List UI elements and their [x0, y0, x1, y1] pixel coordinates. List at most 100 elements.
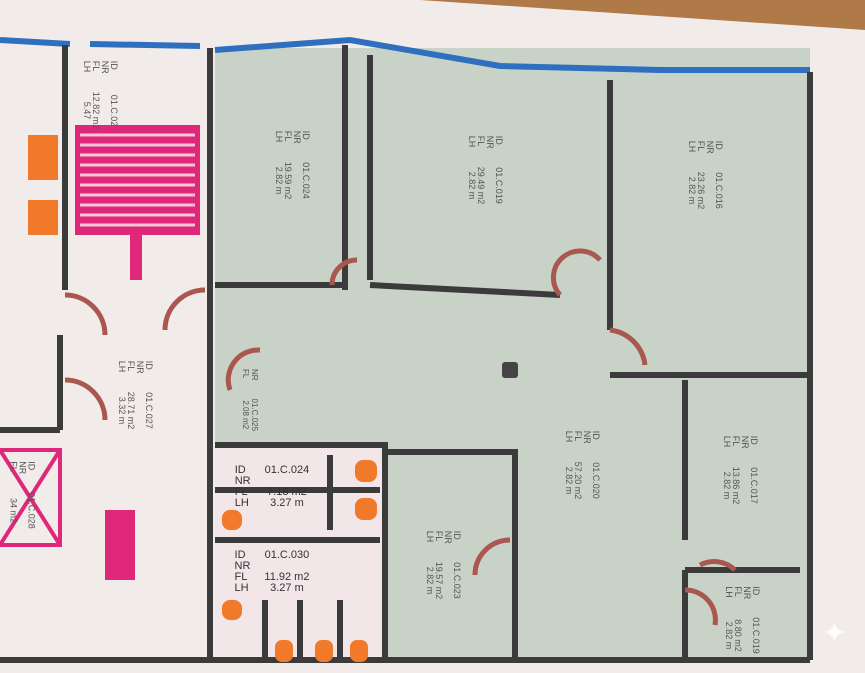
room-id: 01.C.017: [749, 467, 759, 504]
stairs: [75, 125, 200, 580]
label-key: LH: [564, 430, 574, 443]
room-area: 34 m2: [8, 497, 19, 523]
label-key: ID: [144, 360, 154, 370]
label-key: FL: [91, 60, 101, 72]
label-key: LH: [724, 586, 734, 598]
wood-table-background: [420, 0, 865, 30]
key: FL: [283, 130, 293, 142]
room-area: 8.80 m2: [733, 619, 743, 652]
room-id: 01.C.019: [494, 167, 504, 204]
stair-treads: [80, 133, 195, 227]
room-height: 2.82 m: [724, 621, 734, 650]
label-key: ID: [591, 430, 601, 440]
label-key: ID: [234, 464, 246, 476]
label-key: NR: [705, 140, 715, 154]
label-key: FL: [696, 140, 706, 152]
label-key: LH: [467, 135, 477, 148]
room-id: 01.C.024: [264, 464, 310, 476]
room-height: 3.27 m: [270, 497, 304, 509]
label-key: FL: [573, 430, 583, 442]
toilet-fixtures: [28, 135, 377, 662]
room-area: 7.18 m2: [267, 486, 307, 498]
label-key: FL: [731, 435, 741, 447]
room-height: 2.82 m: [564, 466, 574, 495]
label-key: LH: [722, 435, 732, 448]
doors: [64, 248, 737, 626]
key: ID: [301, 130, 311, 140]
room-area: 12.82 m2: [91, 91, 101, 130]
label-key: ID: [452, 530, 462, 540]
label-key: LH: [425, 530, 435, 543]
label-key: LH: [82, 60, 92, 73]
label-key: NR: [740, 435, 750, 449]
label-key: LH: [117, 360, 127, 373]
label-key: FL: [476, 135, 486, 147]
room-id: 01.C.023: [452, 562, 462, 599]
label-key: ID: [749, 435, 759, 445]
label-key: FL: [733, 586, 743, 597]
room-area: 23.26 m2: [696, 171, 706, 210]
label-key: LH: [234, 497, 249, 509]
room-area: 11.92 m2: [264, 571, 310, 583]
room-id: 01.C.028: [26, 492, 37, 529]
room-id: 01.C.02: [109, 94, 119, 127]
room-id: 01.C.027: [144, 392, 154, 429]
windows: [0, 36, 810, 73]
label-key: FL: [234, 571, 248, 583]
room-height: 3.32 m: [117, 396, 127, 425]
room-id: 01.C.030: [264, 549, 310, 561]
room-area: 19.57 m2: [434, 561, 444, 600]
room-height: 2.82 m: [467, 171, 477, 200]
label-key: ID: [234, 549, 246, 561]
room-height: 2.82 m: [722, 471, 732, 500]
label-key: NR: [582, 430, 592, 444]
room-id: 01.C.019: [751, 617, 761, 654]
label-key: LH: [687, 140, 697, 153]
key: NR: [292, 130, 302, 144]
room-area: 29.49 m2: [476, 166, 486, 205]
label-key: LH: [234, 582, 249, 594]
room-area: 13.86 m2: [731, 466, 741, 505]
walls: [0, 45, 813, 663]
label-key: FL: [241, 368, 250, 379]
room-id: 01.C.016: [714, 172, 724, 209]
room-id: 01.C.024: [301, 162, 311, 199]
label-key: ID: [26, 461, 37, 471]
room-area: 19.59 m2: [283, 161, 293, 200]
label-key: NR: [250, 368, 259, 381]
room-id: 01.C.020: [591, 462, 601, 499]
room-area: 2.08 m2: [241, 400, 250, 430]
label-key: ID: [714, 140, 724, 150]
label-key: ID: [751, 586, 761, 596]
room-id: 01.C.025: [250, 398, 259, 432]
room-height: 5.47: [82, 101, 92, 120]
key: LH: [274, 130, 284, 143]
room-area: 57.20 m2: [573, 461, 583, 500]
room-area: 28.71 m2: [126, 391, 136, 430]
label-key: ID: [109, 60, 119, 70]
ceiling-sensor-icon: [502, 362, 518, 378]
label-key: FL: [126, 360, 136, 372]
room-height: 2.82 m: [687, 176, 697, 205]
label-key: FL: [234, 486, 248, 498]
room-height: 2.82 m: [425, 566, 435, 595]
label-key: NR: [17, 461, 28, 475]
room-height: 2.82 m: [274, 166, 284, 195]
label-key: FL: [8, 461, 19, 472]
label-key: NR: [135, 360, 145, 374]
label-key: NR: [234, 475, 251, 487]
label-key: NR: [100, 60, 110, 74]
